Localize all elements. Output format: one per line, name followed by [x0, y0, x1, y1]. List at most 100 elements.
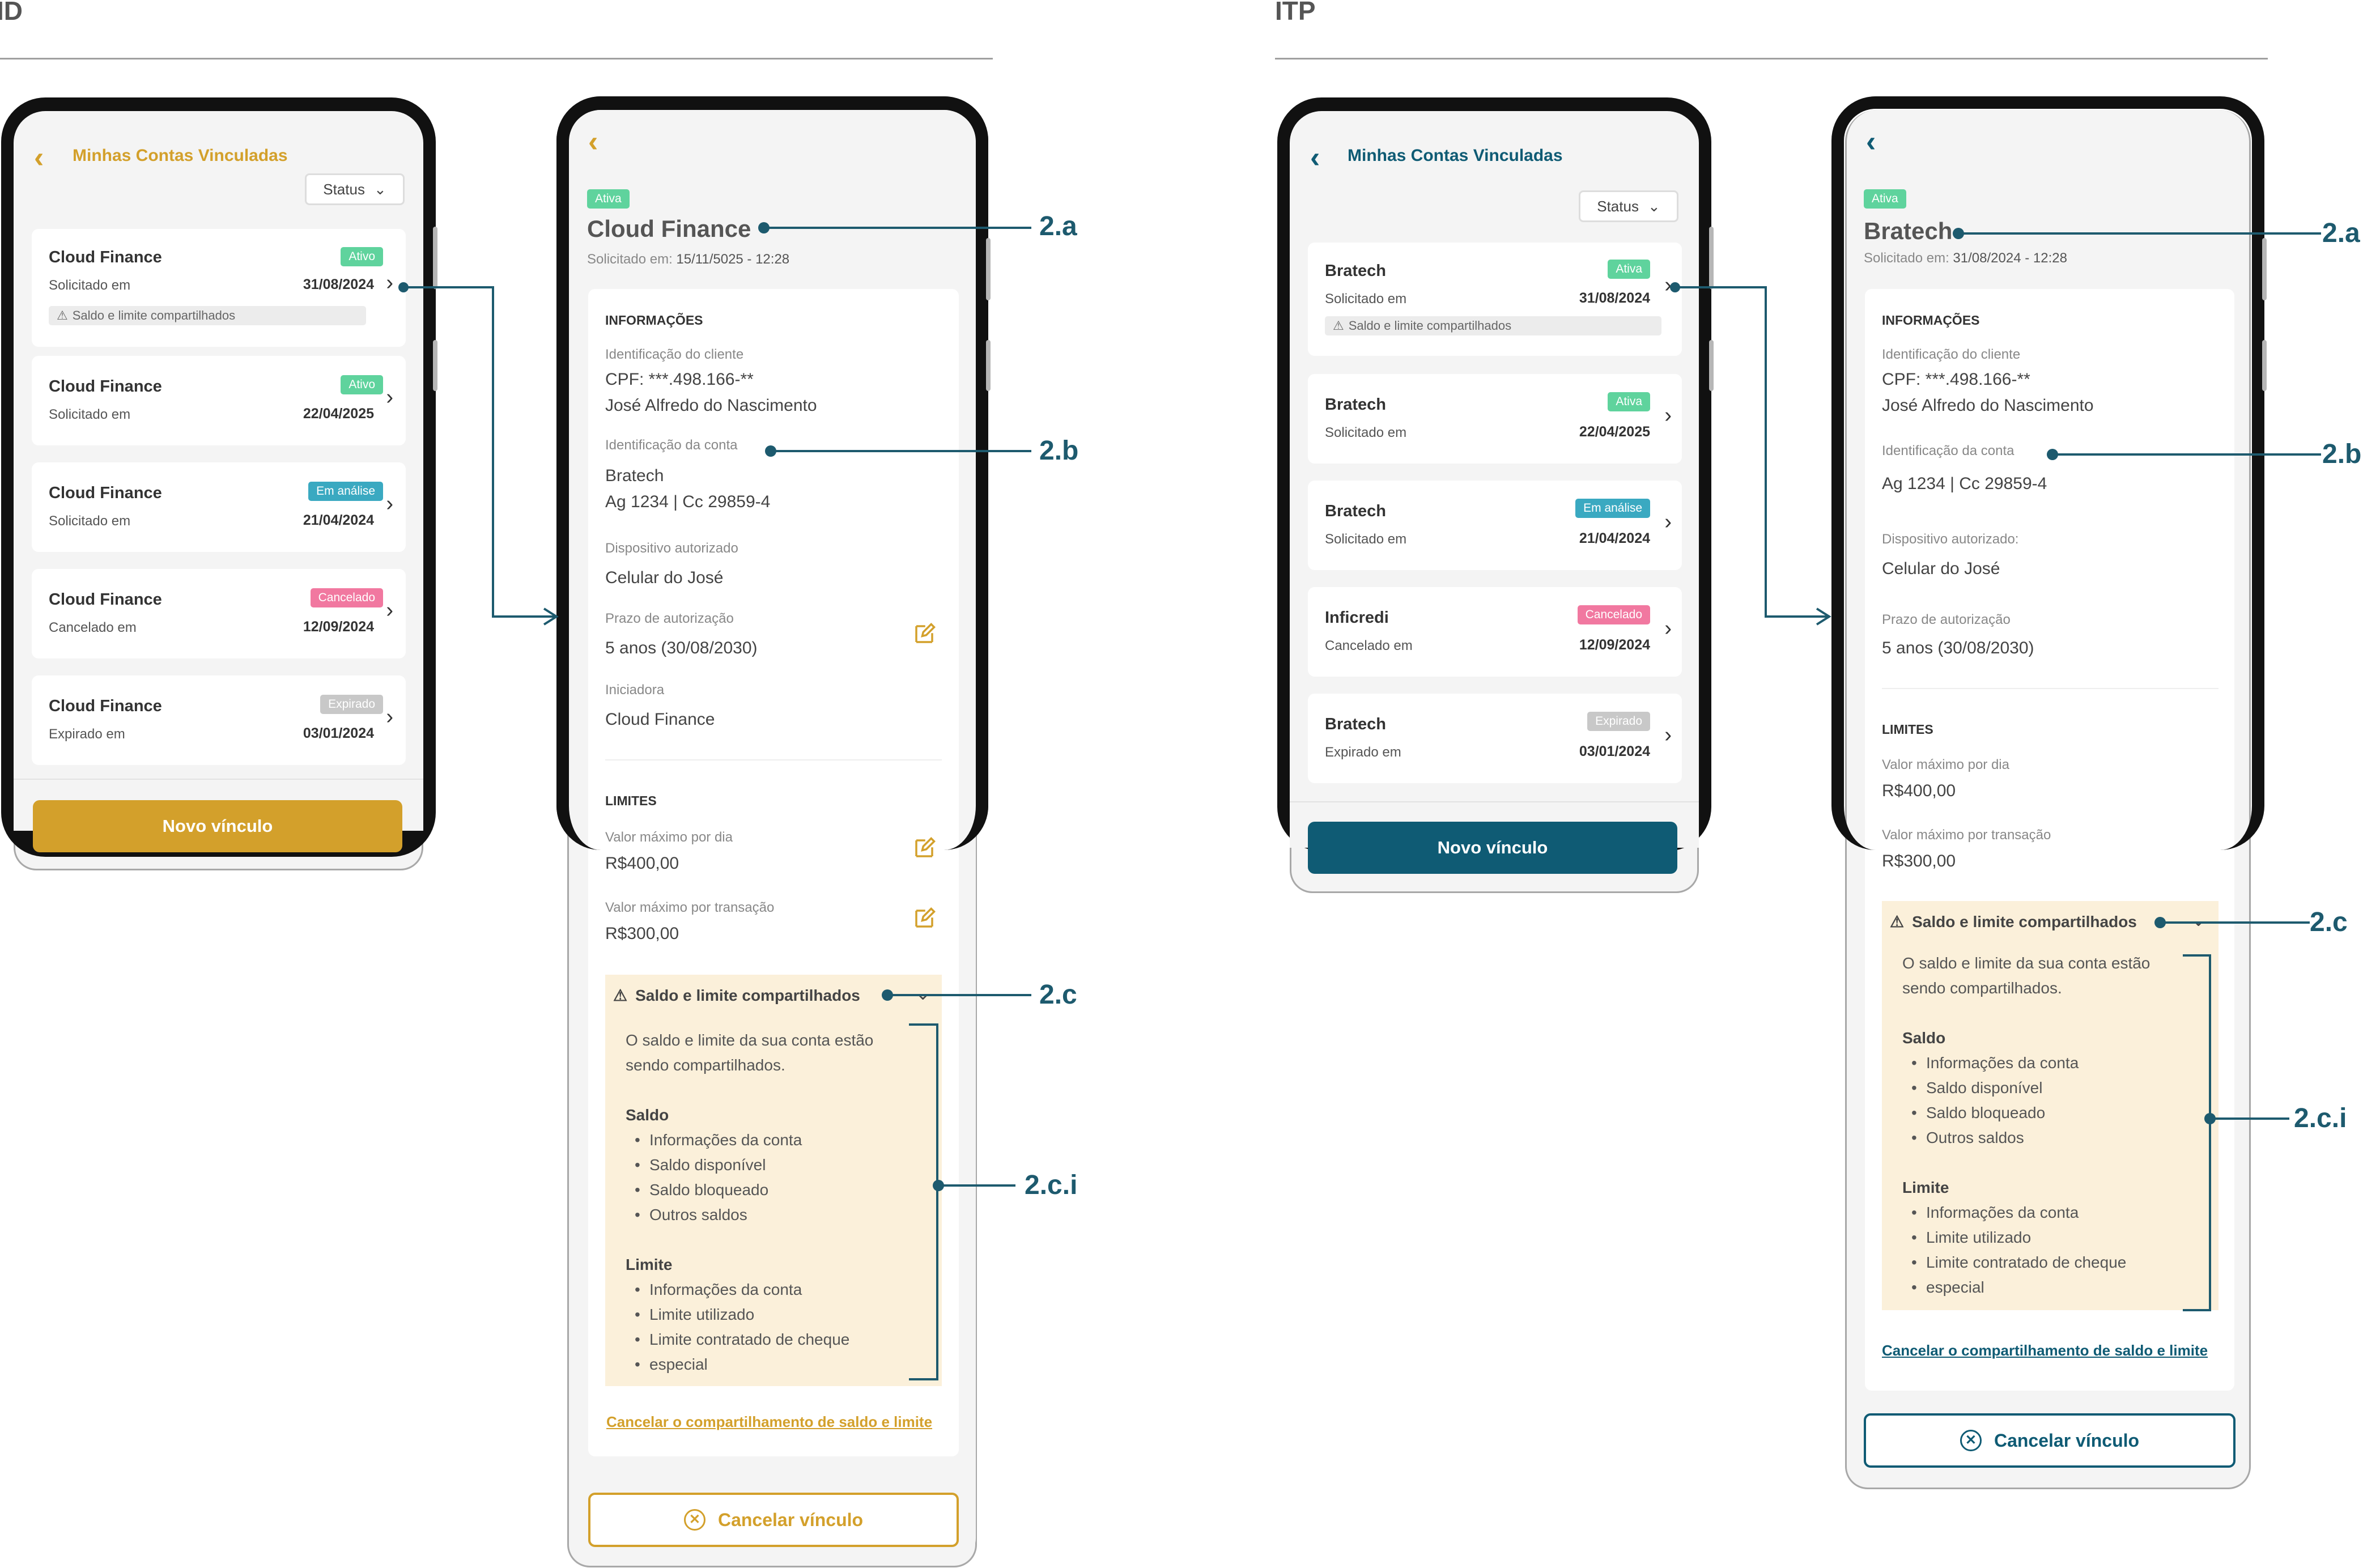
warning-icon: ⚠ — [57, 308, 68, 322]
status-filter-button[interactable]: Status ⌄ — [1579, 190, 1678, 222]
list-item-name: Cloud Finance — [49, 697, 162, 715]
list-item-sub: Solicitado em — [1325, 532, 1407, 547]
shared-accordion[interactable]: ⚠ Saldo e limite compartilhados ⌄ O sald… — [1882, 901, 2218, 1310]
status-badge: Cancelado — [310, 588, 383, 607]
screen-title: Minhas Contas Vinculadas — [73, 146, 288, 165]
info-header: INFORMAÇÕES — [605, 313, 703, 328]
saldo-list: Informações da conta Saldo disponível Sa… — [626, 1128, 932, 1227]
list-item[interactable]: Cloud Finance Em análise Solicitado em 2… — [32, 462, 406, 552]
tx-limit-label: Valor máximo por transação — [605, 900, 775, 915]
cancel-link-button[interactable]: ✕ Cancelar vínculo — [1864, 1413, 2236, 1468]
limits-header: LIMITES — [605, 793, 657, 808]
daily-limit-value: R$400,00 — [605, 854, 679, 873]
client-name: José Alfredo do Nascimento — [605, 396, 817, 415]
status-badge: Em análise — [1575, 499, 1650, 518]
chevron-left-icon[interactable]: ‹ — [1310, 141, 1320, 174]
phone-side-button — [2262, 340, 2267, 391]
saldo-title: Saldo — [626, 1106, 669, 1124]
new-link-button[interactable]: Novo vínculo — [1308, 822, 1677, 874]
list-item[interactable]: Bratech Em análise Solicitado em 21/04/2… — [1308, 481, 1682, 570]
list-item: especial — [626, 1352, 932, 1377]
list-item-name: Cloud Finance — [49, 590, 162, 609]
shared-accordion[interactable]: ⚠ Saldo e limite compartilhados ⌄ O sald… — [605, 975, 942, 1386]
edit-icon[interactable] — [912, 907, 936, 930]
chevron-right-icon: › — [386, 598, 393, 622]
status-filter-button[interactable]: Status ⌄ — [305, 173, 405, 205]
list-item-name: Cloud Finance — [49, 248, 162, 266]
list-item-sub: Cancelado em — [49, 620, 137, 635]
warning-icon: ⚠ — [1333, 318, 1344, 333]
list-item[interactable]: Cloud Finance Ativo Solicitado em 31/08/… — [32, 229, 406, 347]
chevron-right-icon: › — [386, 385, 393, 409]
device-label: Dispositivo autorizado: — [1882, 532, 2019, 547]
info-header: INFORMAÇÕES — [1882, 313, 1980, 328]
requested-date: Solicitado em: 15/11/5025 - 12:28 — [587, 252, 790, 267]
edit-icon[interactable] — [912, 836, 936, 860]
account-number: Ag 1234 | Cc 29859-4 — [1882, 474, 2047, 493]
list-item[interactable]: Inficredi Cancelado Cancelado em 12/09/2… — [1308, 587, 1682, 677]
list-item[interactable]: Bratech Ativa Solicitado em 22/04/2025 › — [1308, 374, 1682, 464]
details-card: INFORMAÇÕES Identificação do cliente CPF… — [1865, 289, 2234, 1391]
list-item: Outros saldos — [1902, 1125, 2208, 1150]
list-item-date: 21/04/2024 — [1579, 530, 1650, 546]
section-title-itp: ITP — [1275, 0, 1316, 26]
shared-note: ⚠ Saldo e limite compartilhados — [49, 306, 366, 325]
shared-note-label: Saldo e limite compartilhados — [72, 308, 236, 322]
list-item: Limite contratado de cheque — [1902, 1250, 2208, 1275]
chevron-down-icon[interactable]: ⌄ — [2191, 910, 2206, 930]
detail-title: Bratech — [1864, 218, 1953, 244]
list-item-name: Bratech — [1325, 396, 1386, 414]
list-item[interactable]: Bratech Expirado Expirado em 03/01/2024 … — [1308, 694, 1682, 783]
list-item-sub: Expirado em — [49, 726, 125, 742]
chevron-left-icon[interactable]: ‹ — [588, 125, 598, 158]
list-item-sub: Solicitado em — [49, 407, 131, 422]
list-item: Saldo bloqueado — [1902, 1100, 2208, 1125]
new-link-button[interactable]: Novo vínculo — [33, 800, 402, 852]
shared-accordion-header[interactable]: ⚠ Saldo e limite compartilhados — [1890, 912, 2137, 931]
phone-side-button — [986, 340, 991, 391]
list-item[interactable]: Bratech Ativa Solicitado em 31/08/2024 ›… — [1308, 243, 1682, 356]
shared-accordion-header[interactable]: ⚠ Saldo e limite compartilhados — [613, 986, 860, 1005]
status-badge: Expirado — [320, 695, 383, 714]
chevron-left-icon[interactable]: ‹ — [1866, 125, 1876, 158]
callout-2c: 2.c — [1039, 980, 1077, 1010]
daily-limit-label: Valor máximo por dia — [1882, 757, 2009, 772]
list-item[interactable]: Cloud Finance Expirado Expirado em 03/01… — [32, 675, 406, 765]
list-item: Informações da conta — [1902, 1200, 2208, 1225]
cancel-link-label: Cancelar vínculo — [717, 1509, 864, 1530]
phone-side-button — [433, 227, 437, 289]
account-id-label: Identificação da conta — [605, 437, 738, 453]
edit-icon[interactable] — [912, 622, 936, 646]
status-badge: Ativa — [1608, 392, 1650, 411]
chevron-left-icon[interactable]: ‹ — [34, 141, 44, 174]
requested-date: Solicitado em: 31/08/2024 - 12:28 — [1864, 250, 2067, 266]
callout-2ci: 2.c.i — [2294, 1103, 2347, 1133]
term-label: Prazo de autorização — [1882, 612, 2011, 627]
details-card: INFORMAÇÕES Identificação do cliente CPF… — [588, 289, 959, 1456]
limits-header: LIMITES — [1882, 722, 1933, 737]
phone-side-button — [1709, 340, 1714, 391]
cancel-sharing-link[interactable]: Cancelar o compartilhamento de saldo e l… — [1882, 1342, 2208, 1359]
list-item: Informações da conta — [626, 1128, 932, 1153]
list-item[interactable]: Cloud Finance Cancelado Cancelado em 12/… — [32, 569, 406, 658]
client-id-label: Identificação do cliente — [1882, 347, 2021, 362]
list-item-name: Bratech — [1325, 715, 1386, 733]
shared-accordion-body: O saldo e limite da sua conta estão send… — [626, 1028, 932, 1377]
cancel-link-label: Cancelar vínculo — [1994, 1430, 2140, 1451]
callout-2b: 2.b — [1039, 436, 1079, 466]
callout-2a: 2.a — [2322, 218, 2360, 248]
list-item-date: 12/09/2024 — [1579, 637, 1650, 653]
term-value: 5 anos (30/08/2030) — [605, 639, 758, 657]
close-circle-icon: ✕ — [1960, 1430, 1982, 1451]
list-item-sub: Expirado em — [1325, 745, 1401, 760]
chevron-down-icon[interactable]: ⌄ — [915, 983, 930, 1004]
list-item: especial — [1902, 1275, 2208, 1300]
cancel-sharing-link[interactable]: Cancelar o compartilhamento de saldo e l… — [606, 1413, 933, 1430]
chevron-right-icon: › — [1664, 273, 1672, 297]
callout-2a: 2.a — [1039, 211, 1077, 241]
id-list-screen: ‹ Minhas Contas Vinculadas Status ⌄ Clou… — [14, 111, 423, 831]
list-item[interactable]: Cloud Finance Ativo Solicitado em 22/04/… — [32, 356, 406, 445]
list-item: Limite contratado de cheque — [626, 1327, 932, 1352]
cancel-link-button[interactable]: ✕ Cancelar vínculo — [588, 1493, 959, 1547]
